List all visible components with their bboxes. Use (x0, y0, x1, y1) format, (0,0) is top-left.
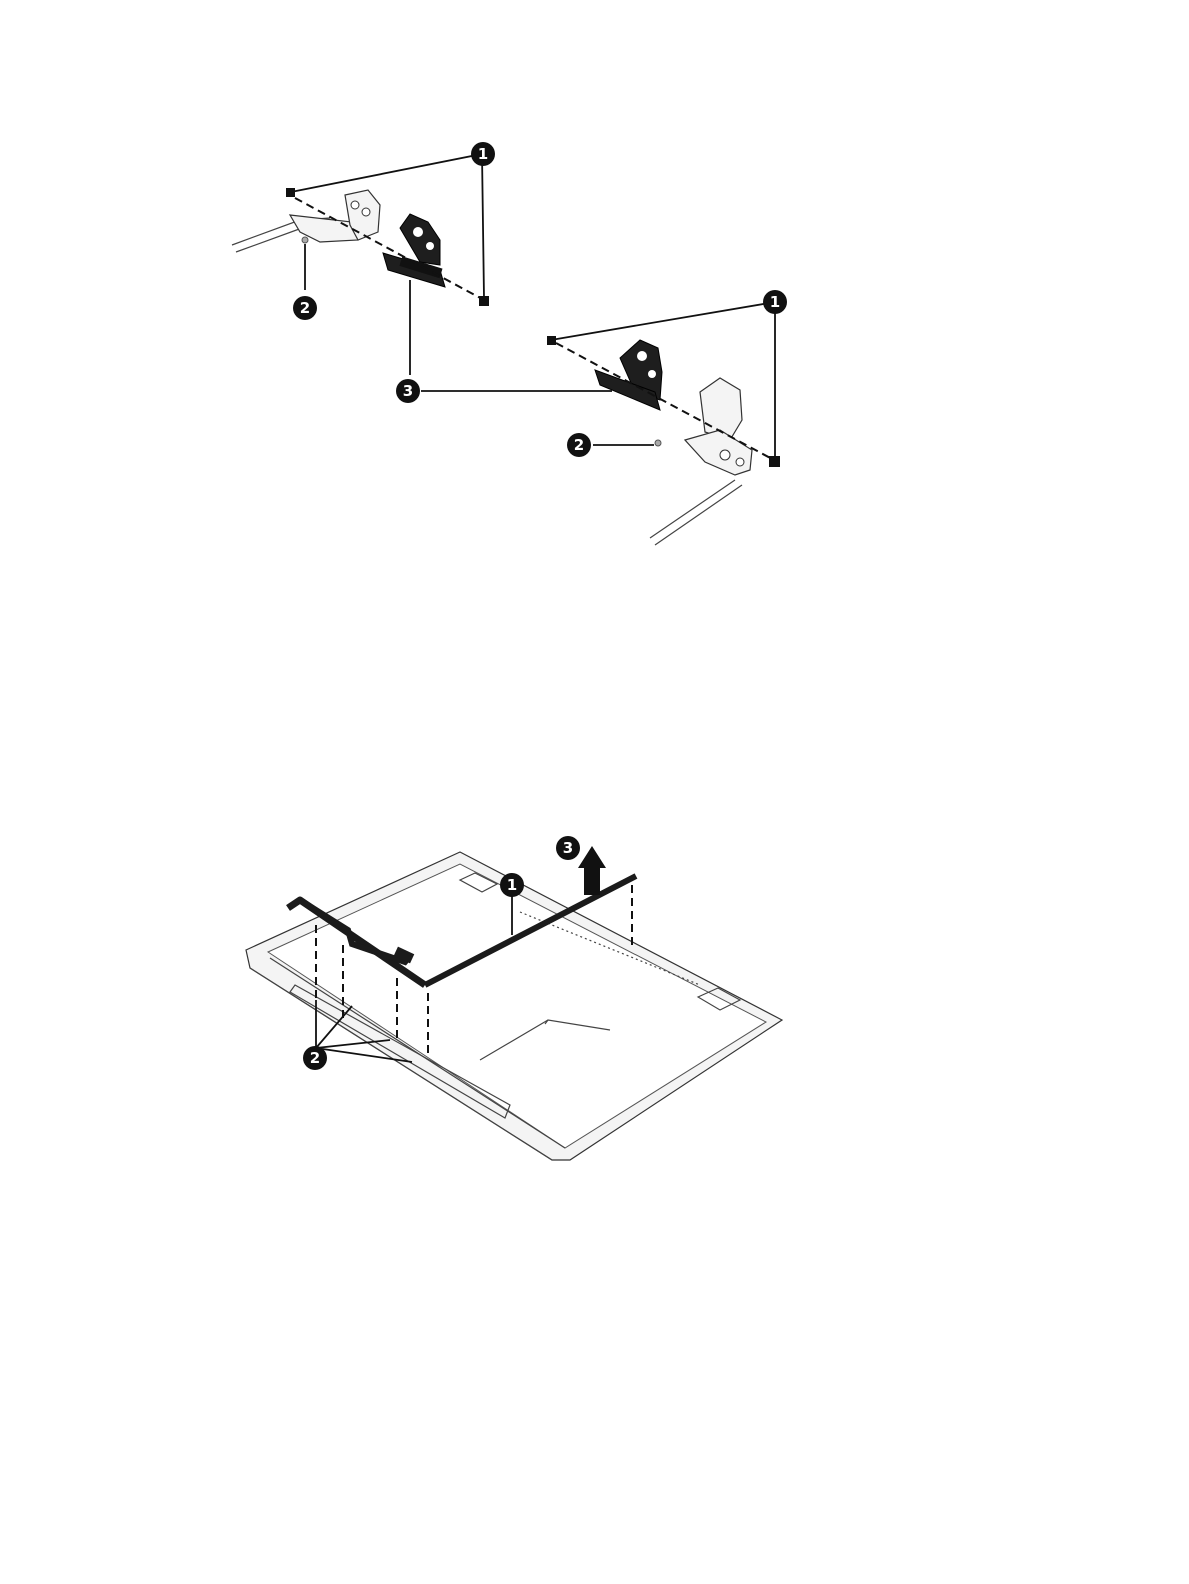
svg-text:1: 1 (478, 145, 488, 163)
antenna-removal-figure: 1 2 3 (246, 836, 782, 1160)
hinge-removal-figure: 1 2 3 1 2 (232, 142, 787, 545)
leader-1-right (551, 302, 775, 457)
right-hinge-cover-bottom (769, 456, 780, 467)
svg-text:2: 2 (310, 1049, 320, 1067)
callout-antenna-1: 1 (500, 873, 524, 897)
callout-1-right: 1 (763, 290, 787, 314)
callout-adhesive-2: 2 (303, 1046, 327, 1070)
right-display-bracket (650, 378, 752, 545)
svg-text:2: 2 (574, 436, 584, 454)
right-screw (655, 440, 661, 446)
svg-text:3: 3 (563, 839, 573, 857)
callout-2-left: 2 (293, 296, 317, 320)
callout-lift-3: 3 (556, 836, 580, 860)
left-screw (302, 237, 308, 243)
left-hinge-cover-top (286, 188, 295, 197)
callout-3: 3 (396, 379, 420, 403)
left-alignment-line (295, 198, 484, 300)
svg-text:1: 1 (507, 876, 517, 894)
callout-1-left: 1 (471, 142, 495, 166)
display-back-cover (246, 852, 782, 1160)
svg-text:3: 3 (403, 382, 413, 400)
svg-text:2: 2 (300, 299, 310, 317)
callout-2-right: 2 (567, 433, 591, 457)
lift-arrow-icon (578, 846, 606, 895)
svg-text:1: 1 (770, 293, 780, 311)
right-hinge (595, 340, 662, 410)
